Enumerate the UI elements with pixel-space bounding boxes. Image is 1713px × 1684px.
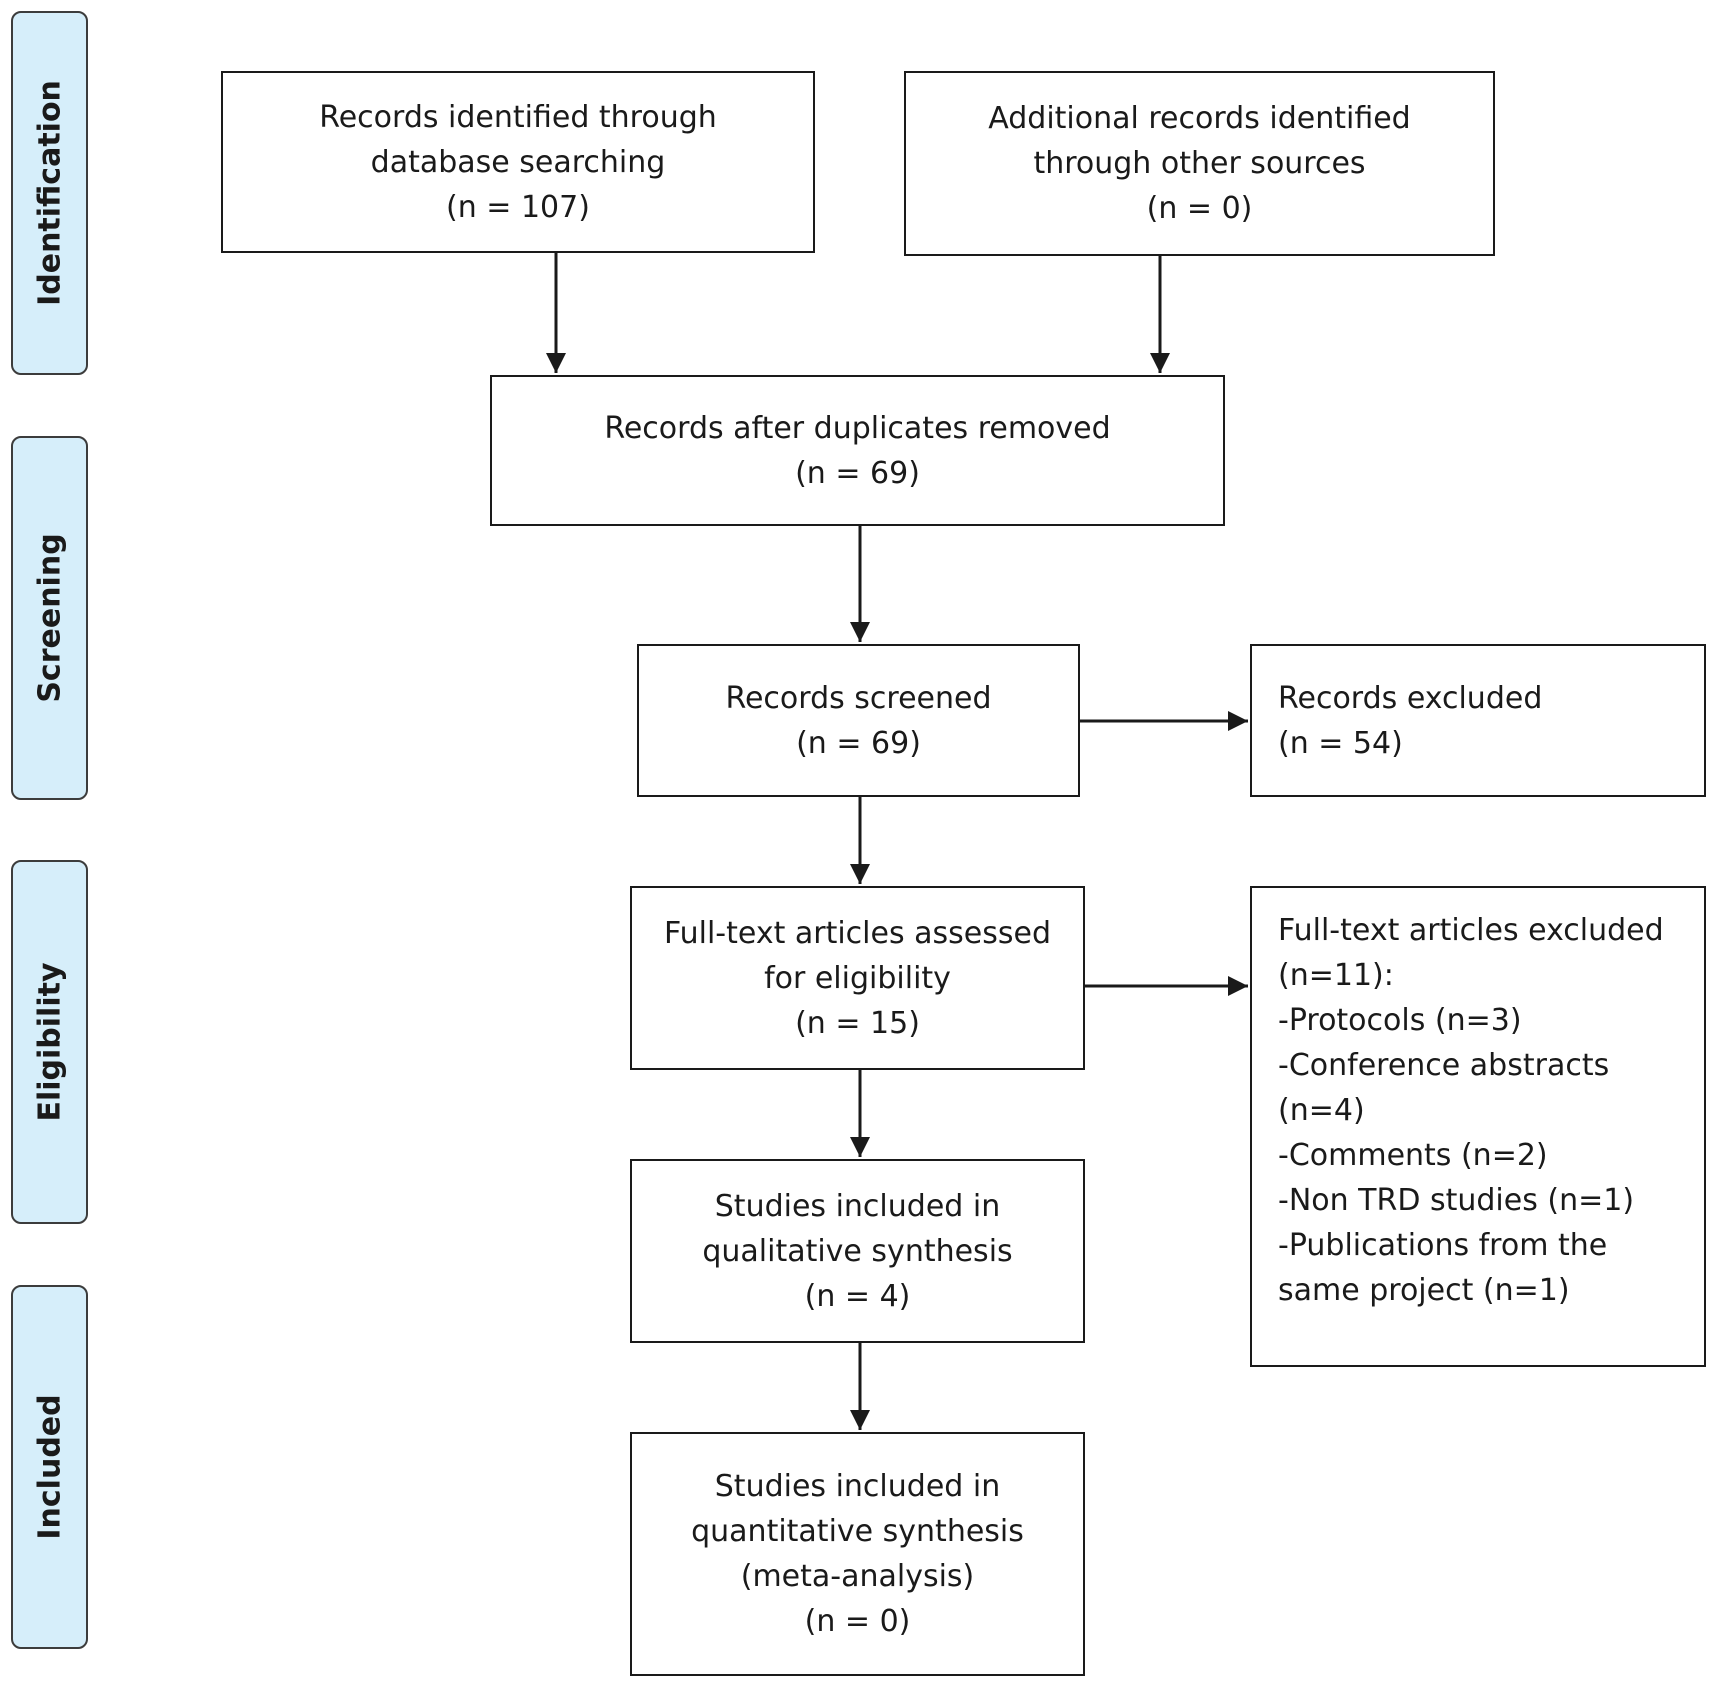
box-fulltext-assessed: Full-text articles assessed for eligibil… <box>630 886 1085 1070</box>
box-text-line: quantitative synthesis <box>691 1514 1024 1549</box>
box-text-line: -Publications from the <box>1278 1228 1608 1263</box>
box-text-line: Studies included in <box>714 1469 1001 1504</box>
box-quantitative-synthesis: Studies included in quantitative synthes… <box>630 1432 1085 1676</box>
box-text-line: -Comments (n=2) <box>1278 1138 1548 1173</box>
box-text-line: (n = 4) <box>804 1278 911 1314</box>
arrowhead <box>850 864 870 884</box>
box-text-line: (n = 0) <box>1146 191 1253 226</box>
box-text-line: (n = 107) <box>446 189 590 225</box>
box-text-line: (n = 0) <box>804 1604 911 1639</box>
box-text-line: -Conference abstracts <box>1278 1048 1610 1083</box>
box-qualitative-synthesis: Studies included in qualitative synthesi… <box>630 1159 1085 1343</box>
arrowhead <box>850 1410 870 1430</box>
box-text-line: (n = 69) <box>796 725 921 761</box>
box-text-line: (n = 15) <box>795 1005 920 1041</box>
arrowhead <box>1150 353 1170 373</box>
box-text-line: -Non TRD studies (n=1) <box>1278 1183 1635 1218</box>
box-database-search: Records identified through database sear… <box>221 71 815 253</box>
box-text-line: (n = 69) <box>795 455 920 491</box>
box-records-excluded: Records excluded (n = 54) <box>1250 644 1706 797</box>
box-text-line: (n=4) <box>1278 1093 1365 1128</box>
phase-screening: Screening <box>11 436 88 800</box>
box-text-line: Studies included in <box>714 1188 1001 1224</box>
phase-identification: Identification <box>11 11 88 375</box>
box-other-sources: Additional records identified through ot… <box>904 71 1495 256</box>
arrowhead <box>850 1137 870 1157</box>
box-fulltext-excluded: Full-text articles excluded (n=11): -Pro… <box>1250 886 1706 1367</box>
arrowhead <box>546 353 566 373</box>
box-text-line: (n=11): <box>1278 958 1394 993</box>
box-text-line: Records identified through <box>319 99 717 135</box>
box-duplicates-removed: Records after duplicates removed (n = 69… <box>490 375 1225 526</box>
box-text-line: through other sources <box>1033 146 1366 181</box>
box-text-line: -Protocols (n=3) <box>1278 1003 1522 1038</box>
box-text-line: Full-text articles excluded <box>1278 913 1664 948</box>
box-text-line: qualitative synthesis <box>702 1233 1013 1269</box>
arrowhead <box>850 622 870 642</box>
box-text-line: same project (n=1) <box>1278 1273 1570 1308</box>
box-text-line: (n = 54) <box>1278 725 1403 761</box>
phase-eligibility: Eligibility <box>11 860 88 1224</box>
box-text-line: Additional records identified <box>988 101 1411 136</box>
box-text-line: Records excluded <box>1278 680 1543 716</box>
phase-included: Included <box>11 1285 88 1649</box>
box-text-line: database searching <box>370 144 666 180</box>
arrowhead <box>1228 976 1248 996</box>
box-text-line: for eligibility <box>764 960 951 996</box>
box-text-line: Records after duplicates removed <box>604 410 1111 446</box>
box-text-line: Records screened <box>725 680 992 716</box>
box-text-line: Full-text articles assessed <box>664 915 1051 951</box>
box-records-screened: Records screened (n = 69) <box>637 644 1080 797</box>
box-text-line: (meta-analysis) <box>740 1559 975 1594</box>
arrowhead <box>1228 711 1248 731</box>
